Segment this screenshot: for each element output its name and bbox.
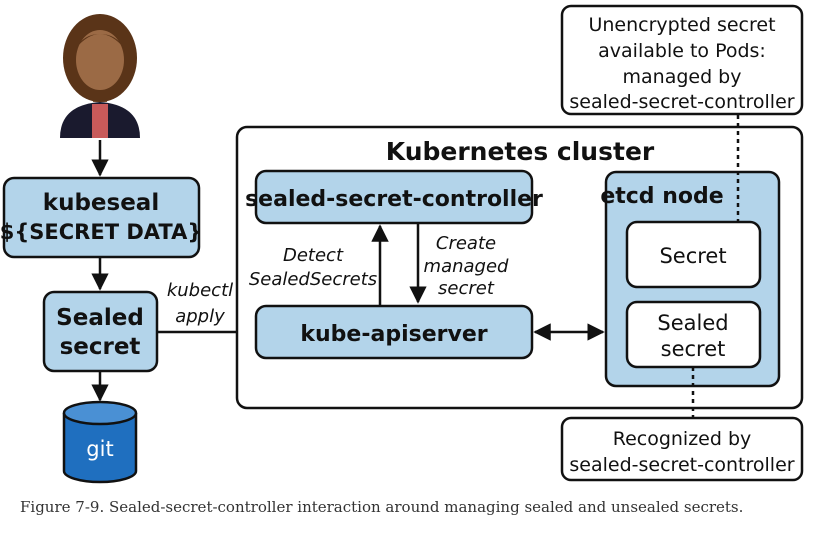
- etcd-secret-box: [625, 220, 762, 289]
- callout-top-1: Unencrypted secret: [588, 14, 775, 36]
- git-label: git: [86, 437, 113, 461]
- callout-recognized: [560, 416, 804, 482]
- sealed-secret-label-2: secret: [60, 334, 141, 360]
- create-label-2: managed: [424, 256, 510, 277]
- kubeseal-label-2: ${SECRET DATA}: [0, 220, 202, 244]
- etcd-secret-label: Secret: [659, 244, 726, 268]
- etcd-sealed-label-2: secret: [661, 337, 726, 361]
- controller-label: sealed-secret-controller: [245, 187, 543, 212]
- cluster-title: Kubernetes cluster: [386, 137, 655, 166]
- controller-box: [254, 169, 534, 225]
- kubectl-label-1: kubectl: [167, 280, 233, 301]
- callout-top-4: sealed-secret-controller: [569, 91, 794, 113]
- kubeseal-label-1: kubeseal: [43, 190, 159, 216]
- user-avatar-icon: [60, 14, 140, 138]
- etcd-sealed-label-1: Sealed: [657, 311, 728, 335]
- detect-label-2: SealedSecrets: [249, 269, 377, 290]
- callout-unencrypted: [560, 4, 804, 116]
- sealed-secret-box: [42, 290, 159, 373]
- kubeseal-box: [2, 176, 201, 259]
- kubectl-label-2: apply: [175, 306, 225, 327]
- callout-top-2: available to Pods:: [598, 40, 766, 62]
- callout-top-3: managed by: [623, 66, 742, 88]
- figure-caption: Figure 7-9. Sealed-secret-controller int…: [20, 498, 744, 516]
- etcd-title: etcd node: [600, 184, 723, 209]
- sealed-secret-label-1: Sealed: [56, 305, 144, 331]
- create-label-1: Create: [436, 233, 496, 254]
- detect-label-1: Detect: [283, 245, 344, 266]
- git-cylinder: [62, 400, 138, 484]
- callout-bottom-1: Recognized by: [613, 428, 752, 450]
- apiserver-label: kube-apiserver: [300, 322, 487, 347]
- callout-bottom-2: sealed-secret-controller: [569, 454, 794, 476]
- apiserver-box: [254, 304, 534, 360]
- create-label-3: secret: [438, 278, 495, 299]
